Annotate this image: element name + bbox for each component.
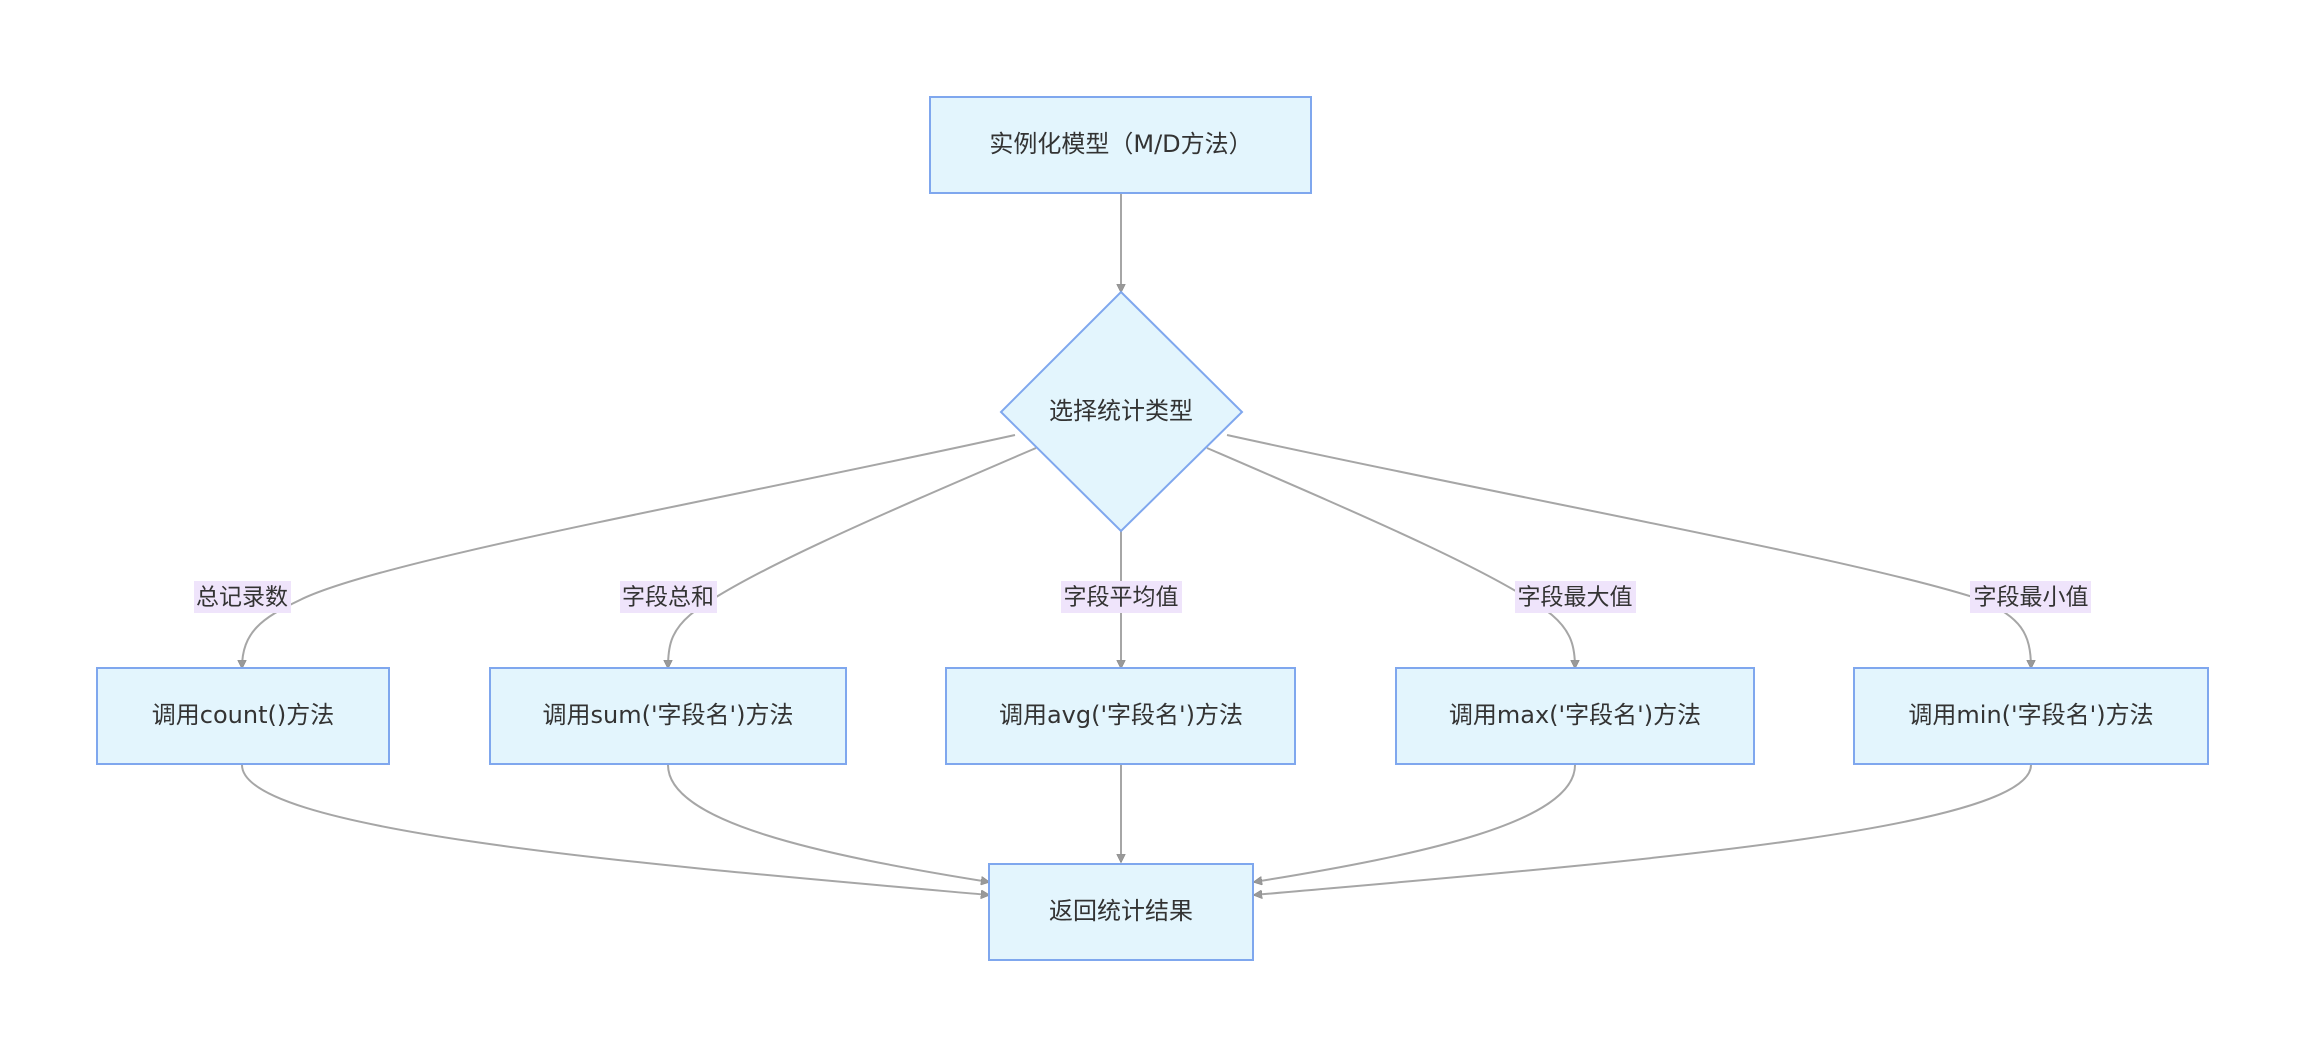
node-decision-diamond: [999, 290, 1244, 533]
node-result-label: 返回统计结果: [1049, 897, 1193, 925]
edge-decision-to-min: [1226, 434, 2031, 668]
edge-decision-to-max: [1206, 447, 1575, 668]
node-max-label: 调用max('字段名')方法: [1449, 701, 1701, 729]
edge-label-max: 字段最大值: [1515, 581, 1636, 613]
node-result: 返回统计结果: [988, 863, 1254, 961]
edge-count-to-result: [241, 764, 989, 895]
node-count-box: [96, 667, 390, 765]
edge-label-min: 字段最小值: [1970, 581, 2091, 613]
edge-label-sum-text: 字段总和: [622, 585, 714, 611]
node-min-box: [1853, 667, 2209, 765]
node-avg: 调用avg('字段名')方法: [945, 667, 1296, 765]
node-decision: 选择统计类型: [999, 290, 1244, 533]
node-sum-box: [489, 667, 847, 765]
edge-label-avg: 字段平均值: [1061, 581, 1182, 613]
node-max: 调用max('字段名')方法: [1395, 667, 1755, 765]
edge-decision-to-sum: [668, 447, 1037, 668]
edge-label-max-bg: [1515, 581, 1636, 613]
node-max-box: [1395, 667, 1755, 765]
edge-label-min-text: 字段最小值: [1974, 585, 2089, 611]
edge-max-to-result: [1254, 764, 1576, 882]
node-avg-box: [945, 667, 1296, 765]
node-sum: 调用sum('字段名')方法: [489, 667, 847, 765]
edge-decision-to-count: [242, 434, 1016, 668]
node-start-label: 实例化模型（M/D方法）: [989, 130, 1252, 158]
node-start: 实例化模型（M/D方法）: [929, 96, 1312, 194]
edge-min-to-result: [1254, 764, 2032, 895]
node-start-box: [929, 96, 1312, 194]
edge-labels: 总记录数 字段总和 字段平均值 字段最大值 字段最小值: [194, 581, 2091, 613]
nodes: 实例化模型（M/D方法） 选择统计类型 调用count()方法 调用sum('字…: [96, 96, 2209, 961]
edge-sum-to-result: [667, 764, 989, 882]
node-result-box: [988, 863, 1254, 961]
node-count-label: 调用count()方法: [152, 701, 334, 729]
node-count: 调用count()方法: [96, 667, 390, 765]
node-decision-label: 选择统计类型: [1049, 397, 1193, 425]
edge-label-count-text: 总记录数: [196, 585, 288, 611]
node-min: 调用min('字段名')方法: [1853, 667, 2209, 765]
edge-label-avg-bg: [1061, 581, 1182, 613]
node-min-label: 调用min('字段名')方法: [1908, 701, 2153, 729]
edge-label-sum-bg: [620, 581, 717, 613]
edges: [242, 194, 2031, 895]
edge-label-count: 总记录数: [194, 581, 291, 613]
edge-label-count-bg: [194, 581, 291, 613]
edge-label-max-text: 字段最大值: [1518, 585, 1633, 611]
node-avg-label: 调用avg('字段名')方法: [999, 701, 1243, 729]
edge-label-sum: 字段总和: [620, 581, 717, 613]
node-sum-label: 调用sum('字段名')方法: [542, 701, 793, 729]
edge-label-avg-text: 字段平均值: [1064, 585, 1179, 611]
edge-label-min-bg: [1970, 581, 2091, 613]
